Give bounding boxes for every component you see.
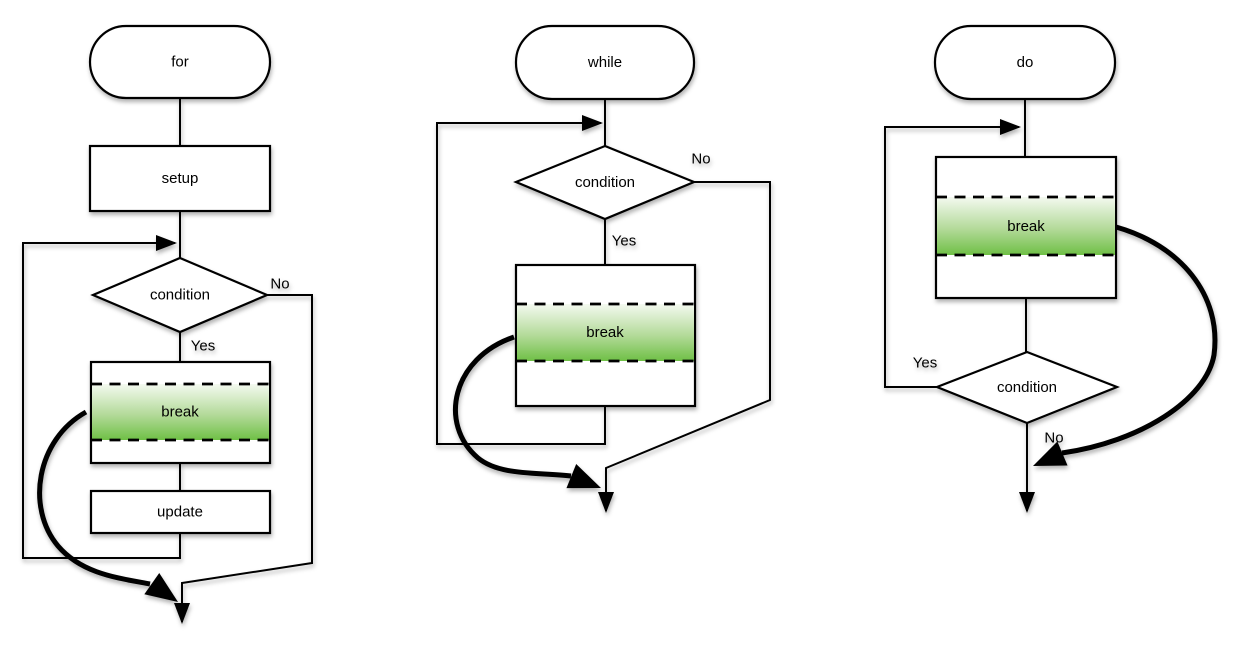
- do-break-jump-curve: [1061, 224, 1218, 456]
- while-break-band: [517, 304, 694, 361]
- for-terminal-label: for: [171, 54, 189, 71]
- while-no-label: No: [691, 151, 710, 168]
- do-yes-label: Yes: [913, 355, 937, 372]
- do-terminal-label: do: [1017, 54, 1034, 71]
- while-yes-label: Yes: [612, 233, 636, 250]
- while-loopback-arrow: [436, 115, 606, 445]
- do-no-label: No: [1044, 430, 1063, 447]
- while-no-branch-exit-arrow: [598, 181, 771, 513]
- do-flowchart: do break condition Yes No: [884, 24, 1218, 513]
- for-yes-label: Yes: [191, 338, 215, 355]
- for-flowchart: for setup condition No Yes break update: [22, 24, 313, 624]
- while-break-jump-arrowhead: [566, 463, 601, 489]
- for-no-branch-exit-arrow: [174, 294, 313, 624]
- for-break-label: break: [161, 404, 199, 421]
- while-break-label: break: [586, 324, 624, 341]
- while-terminal-label: while: [587, 54, 622, 71]
- do-break-jump-arrowhead: [1033, 441, 1068, 466]
- for-break-jump-curve: [37, 409, 151, 587]
- do-break-band: [937, 197, 1115, 255]
- do-condition-label: condition: [997, 379, 1057, 396]
- while-break-jump-curve: [453, 334, 572, 479]
- while-flowchart: while condition No Yes break: [436, 24, 771, 513]
- for-break-jump-arrowhead: [144, 572, 178, 602]
- for-loopback-arrow: [22, 235, 181, 559]
- for-setup-box: [88, 144, 272, 213]
- do-loopback-arrow: [884, 119, 1021, 388]
- for-break-band: [92, 384, 269, 440]
- for-condition-label: condition: [150, 287, 210, 304]
- for-update-box: [89, 489, 272, 535]
- for-update-label: update: [157, 504, 203, 521]
- for-setup-label: setup: [162, 170, 199, 187]
- for-no-label: No: [270, 276, 289, 293]
- do-break-label: break: [1007, 218, 1045, 235]
- while-condition-label: condition: [575, 174, 635, 191]
